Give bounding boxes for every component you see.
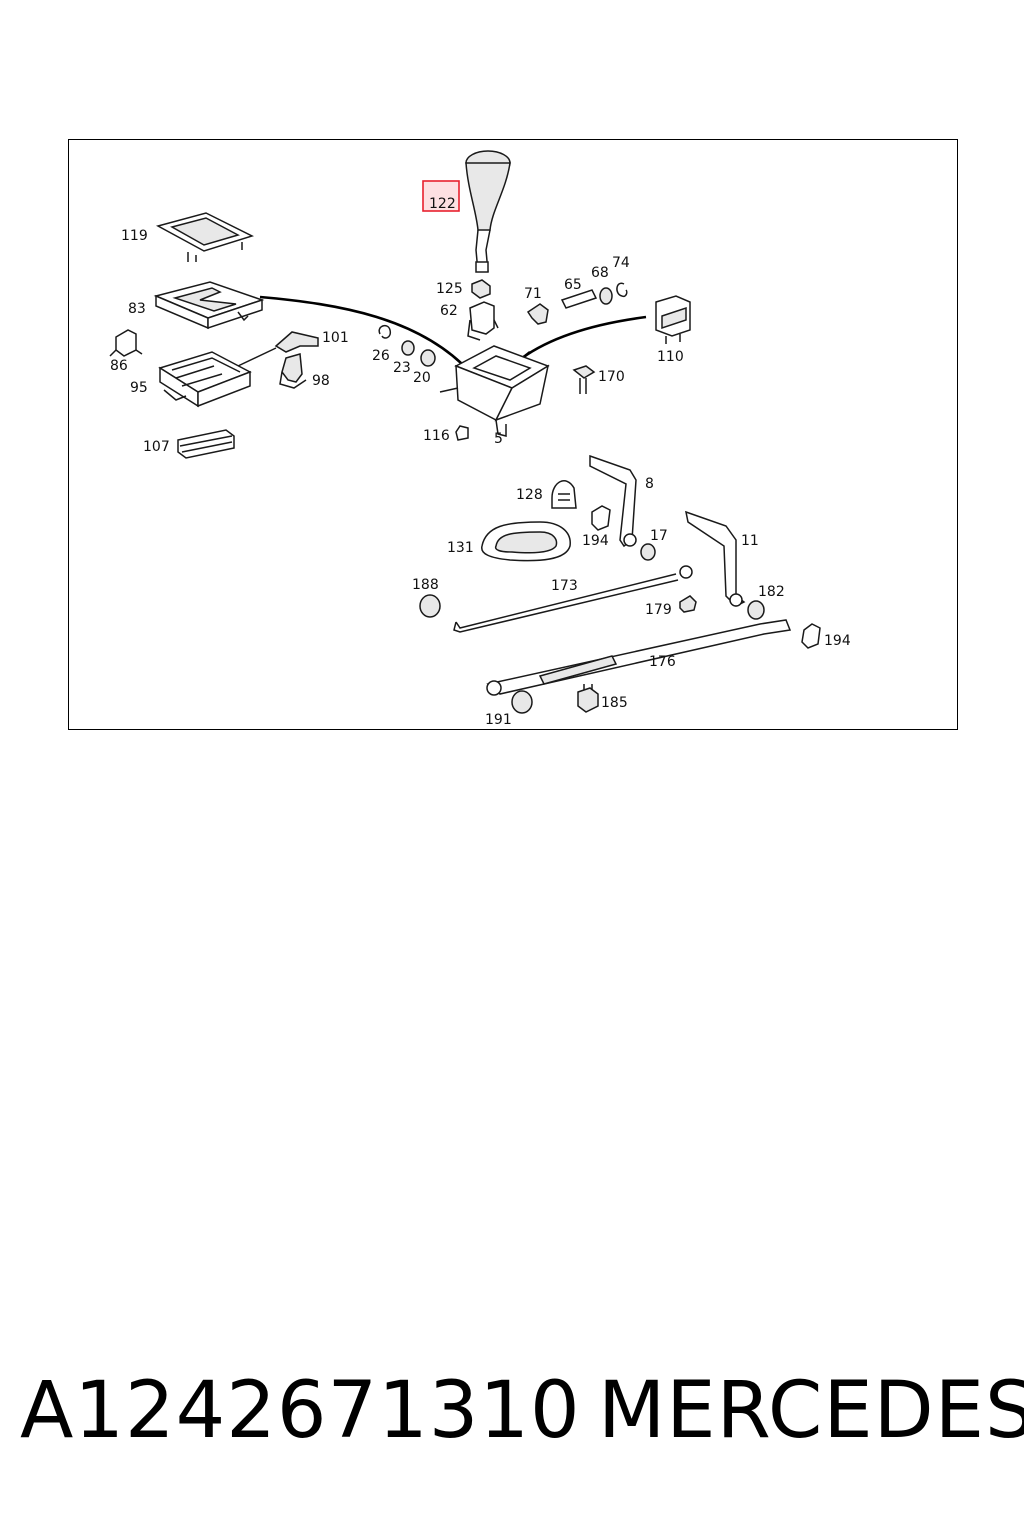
lock-nut <box>679 595 697 613</box>
label-95: 95 <box>130 380 148 396</box>
label-173: 173 <box>551 578 578 594</box>
lock-lever <box>274 331 319 353</box>
label-176: 176 <box>649 654 676 670</box>
label-116: 116 <box>423 428 450 444</box>
shift-boot <box>177 429 235 459</box>
label-191: 191 <box>485 712 512 728</box>
shift-knob <box>465 150 511 273</box>
highlight-box <box>422 180 460 212</box>
bezel-frame <box>155 212 254 262</box>
label-74: 74 <box>612 255 630 271</box>
cable-bracket <box>467 301 499 341</box>
bushing-182 <box>747 600 765 620</box>
label-185: 185 <box>601 695 628 711</box>
sealing-frame <box>481 521 571 562</box>
selector-rod <box>486 619 792 696</box>
label-5: 5 <box>494 431 503 447</box>
bushing <box>599 287 613 305</box>
label-86: 86 <box>110 358 128 374</box>
diagram-frame <box>68 139 958 730</box>
indicator-bulb <box>455 425 469 441</box>
label-188: 188 <box>412 577 439 593</box>
intermediate-lever <box>685 510 746 607</box>
selector-housing <box>158 351 252 408</box>
label-101: 101 <box>322 330 349 346</box>
clip <box>109 329 143 357</box>
rubber-grommet <box>419 594 441 618</box>
brand-name: MERCEDES <box>598 1366 1024 1456</box>
shift-lever-arm <box>589 454 637 548</box>
label-71: 71 <box>524 286 542 302</box>
label-122: 122 <box>429 196 456 212</box>
label-98: 98 <box>312 373 330 389</box>
label-170: 170 <box>598 369 625 385</box>
label-194-2: 194 <box>824 633 851 649</box>
label-131: 131 <box>447 540 474 556</box>
label-83: 83 <box>128 301 146 317</box>
spacer <box>420 349 436 367</box>
linkage-cover <box>551 480 577 509</box>
label-182: 182 <box>758 584 785 600</box>
assembly-arrow-left <box>259 295 471 373</box>
shift-gate-cover <box>153 281 265 330</box>
part-number: A1242671310 <box>20 1366 581 1456</box>
leader-101 <box>237 347 277 367</box>
nut <box>471 279 491 299</box>
label-20: 20 <box>413 370 431 386</box>
spring-clip <box>526 303 549 325</box>
retaining-clip-2 <box>801 623 821 649</box>
retaining-clip <box>591 505 611 531</box>
label-68: 68 <box>591 265 609 281</box>
label-125: 125 <box>436 281 463 297</box>
label-107: 107 <box>143 439 170 455</box>
bolt <box>572 365 596 394</box>
circlip <box>616 282 628 298</box>
label-128: 128 <box>516 487 543 503</box>
shift-rod <box>453 573 679 633</box>
rubber-bushing <box>511 690 533 714</box>
label-17: 17 <box>650 528 668 544</box>
label-23: 23 <box>393 360 411 376</box>
latch <box>279 353 307 389</box>
label-65: 65 <box>564 277 582 293</box>
label-110: 110 <box>657 349 684 365</box>
label-8: 8 <box>645 476 654 492</box>
label-119: 119 <box>121 228 148 244</box>
label-62: 62 <box>440 303 458 319</box>
label-179: 179 <box>645 602 672 618</box>
label-11: 11 <box>741 533 759 549</box>
ball-stud <box>577 684 599 713</box>
label-194: 194 <box>582 533 609 549</box>
selector-switch <box>655 295 691 344</box>
pivot-pin <box>560 289 598 309</box>
gear-selector-housing <box>439 345 550 437</box>
retaining-ring <box>378 324 392 339</box>
assembly-arrow-right <box>521 315 647 360</box>
bearing <box>640 543 656 561</box>
washer <box>401 340 415 356</box>
label-26: 26 <box>372 348 390 364</box>
rod-end <box>679 565 693 579</box>
